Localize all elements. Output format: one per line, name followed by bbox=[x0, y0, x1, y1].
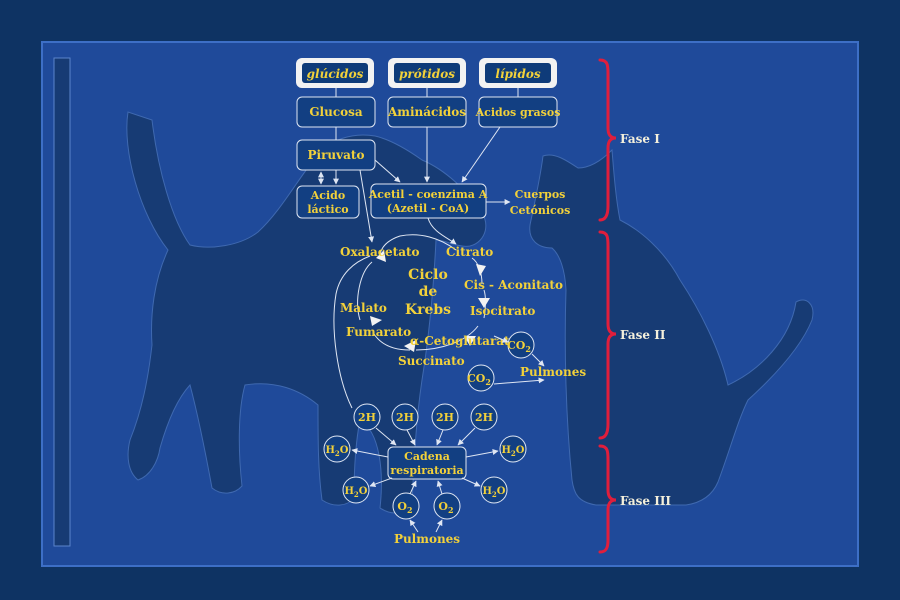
h2o-circle-2: H2O bbox=[342, 476, 370, 504]
cat-silhouette bbox=[529, 148, 814, 506]
cetoglutarato-label: α-Cetoglutarato bbox=[410, 334, 518, 348]
pulmones-co2-label: Pulmones bbox=[520, 365, 586, 379]
o2-circle-1: O2 bbox=[392, 492, 420, 520]
h2o-circle-4: H2O bbox=[480, 476, 508, 504]
svg-text:H2O: H2O bbox=[482, 486, 505, 499]
acetil-label-2: (Azetil - CoA) bbox=[387, 202, 469, 215]
co2-circle-2: CO2 bbox=[467, 364, 495, 392]
svg-text:H2O: H2O bbox=[344, 486, 367, 499]
malato-label: Malato bbox=[340, 301, 387, 315]
svg-text:O2: O2 bbox=[438, 500, 453, 515]
svg-text:2H: 2H bbox=[436, 411, 454, 424]
pulmones-o2-label: Pulmones bbox=[394, 532, 460, 546]
brace-fase1 bbox=[598, 58, 617, 222]
fumarato-label: Fumarato bbox=[346, 325, 411, 339]
h2-circle-1: 2H bbox=[353, 403, 381, 431]
citrato-label: Citrato bbox=[446, 245, 493, 259]
succinato-label: Succinato bbox=[398, 354, 465, 368]
h2o-circle-1: H2O bbox=[323, 435, 351, 463]
acidos-grasos-label: Acidos grasos bbox=[475, 106, 561, 119]
svg-text:O2: O2 bbox=[397, 500, 412, 515]
svg-text:2H: 2H bbox=[358, 411, 376, 424]
co2-circle-1: CO2 bbox=[507, 331, 535, 359]
acido-label-2: láctico bbox=[307, 203, 348, 216]
aminoacidos-label: Aminácidos bbox=[387, 105, 466, 119]
h2-circle-4: 2H bbox=[470, 403, 498, 431]
category-glucids[interactable]: glúcidos bbox=[296, 58, 374, 88]
svg-text:H2O: H2O bbox=[501, 445, 524, 458]
fase2-label: Fase II bbox=[620, 328, 666, 342]
svg-text:CO2: CO2 bbox=[467, 372, 491, 387]
krebs-title-1: Ciclo bbox=[408, 267, 448, 283]
cuerpos-label-2: Cetónicos bbox=[510, 204, 571, 217]
svg-text:2H: 2H bbox=[475, 411, 493, 424]
h2-circle-3: 2H bbox=[431, 403, 459, 431]
category-lipids-label: lípidos bbox=[495, 67, 540, 81]
cuerpos-label-1: Cuerpos bbox=[515, 188, 566, 201]
cadena-label-1: Cadena bbox=[404, 450, 450, 463]
acido-label-1: Acido bbox=[310, 189, 345, 202]
brace-fase2 bbox=[598, 230, 617, 440]
box-acido-lactico bbox=[296, 185, 360, 219]
cis-aconitato-label: Cis - Aconitato bbox=[464, 278, 563, 292]
svg-text:2H: 2H bbox=[396, 411, 414, 424]
oxalacetato-label: Oxalacetato bbox=[340, 245, 420, 259]
category-protids[interactable]: prótidos bbox=[388, 58, 466, 88]
piruvato-label: Piruvato bbox=[308, 148, 365, 162]
h2-circle-2: 2H bbox=[391, 403, 419, 431]
h2o-circle-3: H2O bbox=[499, 435, 527, 463]
isocitrato-label: Isocitrato bbox=[470, 304, 535, 318]
cadena-label-2: respiratoria bbox=[390, 464, 463, 477]
brace-fase3 bbox=[598, 444, 617, 554]
glucosa-label: Glucosa bbox=[309, 105, 363, 119]
krebs-title-2: de bbox=[419, 284, 438, 300]
acetil-label-1: Acetil - coenzima A bbox=[368, 188, 488, 201]
svg-text:CO2: CO2 bbox=[507, 339, 531, 354]
category-protids-label: prótidos bbox=[399, 67, 455, 81]
o2-circle-2: O2 bbox=[433, 492, 461, 520]
svg-text:H2O: H2O bbox=[325, 445, 348, 458]
fase1-label: Fase I bbox=[620, 132, 660, 146]
category-glucids-label: glúcidos bbox=[307, 67, 364, 81]
fase3-label: Fase III bbox=[620, 494, 671, 508]
krebs-title-3: Krebs bbox=[405, 302, 451, 318]
box-cadena-respiratoria bbox=[387, 446, 467, 480]
left-bar bbox=[53, 57, 71, 547]
category-lipids[interactable]: lípidos bbox=[479, 58, 557, 88]
